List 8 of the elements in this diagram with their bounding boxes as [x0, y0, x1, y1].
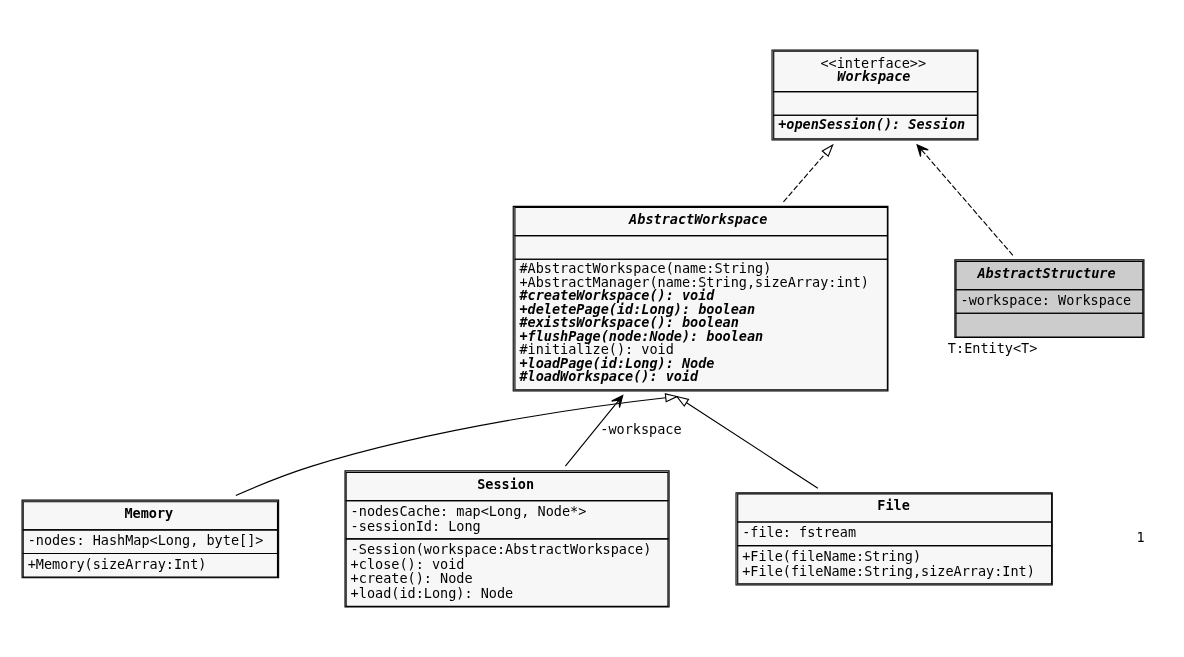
edge-label: -workspace [600, 421, 682, 438]
arrow [916, 144, 1014, 256]
arrow [675, 395, 819, 489]
arrow [782, 143, 834, 203]
node-label: T:Entity<T> [947, 339, 1038, 356]
label: 1 [1136, 529, 1145, 546]
arrow [235, 393, 679, 497]
arrow [564, 395, 624, 467]
